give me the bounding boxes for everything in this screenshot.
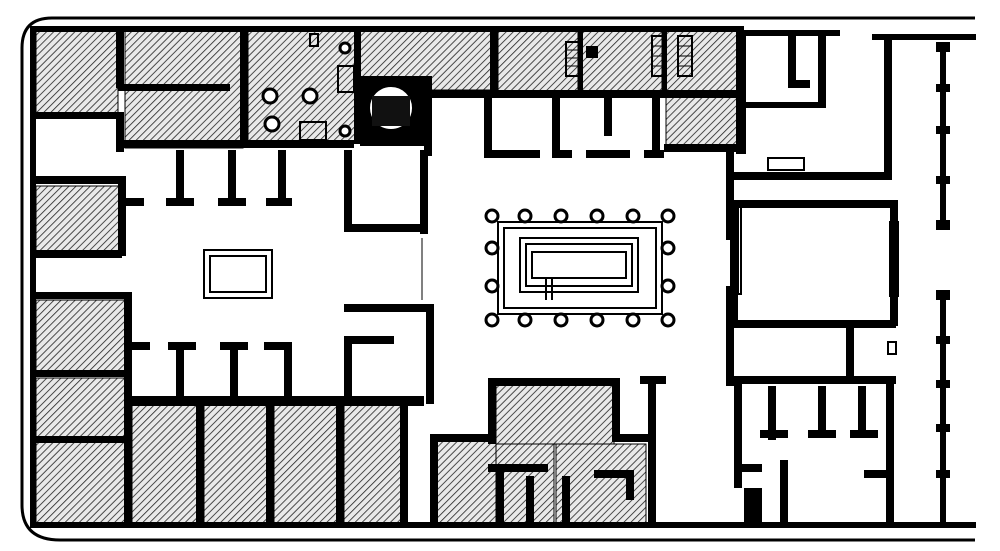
- kitchen-niche: [309, 33, 319, 47]
- hearth-circle-4: [338, 41, 352, 55]
- hearth-circle-1: [261, 87, 279, 105]
- hearth-circle-5: [338, 124, 352, 138]
- hearth-circle-2: [301, 87, 319, 105]
- column: [484, 278, 500, 294]
- bath-inner: [372, 96, 410, 126]
- north-rooms: [35, 29, 741, 149]
- room-west-2: [35, 299, 127, 373]
- column: [589, 312, 605, 328]
- shop-6: [495, 383, 615, 445]
- column: [625, 208, 641, 224]
- column: [517, 312, 533, 328]
- column: [660, 240, 676, 256]
- column: [660, 208, 676, 224]
- shop-1: [131, 403, 199, 525]
- shop-4: [343, 403, 403, 525]
- column: [484, 240, 500, 256]
- room-west-4: [35, 441, 127, 525]
- column: [589, 208, 605, 224]
- outer-boundary: [20, 16, 975, 542]
- column: [660, 312, 676, 328]
- column: [484, 312, 500, 328]
- hearth-circle-3: [263, 115, 281, 133]
- shop-3: [273, 403, 339, 525]
- peristyle: [497, 221, 663, 315]
- room-nw-corner: [35, 29, 119, 117]
- shrine-box: [586, 46, 598, 58]
- column: [484, 208, 500, 224]
- column: [625, 312, 641, 328]
- small-fixtures: [421, 157, 899, 355]
- east-portico-posts: [936, 42, 950, 478]
- shop-2: [203, 403, 269, 525]
- room-north-5: [581, 29, 663, 93]
- column: [553, 312, 569, 328]
- peristyle-columns: [484, 208, 676, 328]
- column: [553, 208, 569, 224]
- room-west-3: [35, 377, 127, 439]
- shop-5: [435, 439, 497, 525]
- room-west-1: [35, 185, 121, 253]
- walls: [30, 26, 976, 528]
- shop-7: [495, 443, 555, 525]
- column: [660, 278, 676, 294]
- atrium-impluvium: [203, 249, 273, 299]
- column: [517, 208, 533, 224]
- west-rooms: [35, 185, 127, 525]
